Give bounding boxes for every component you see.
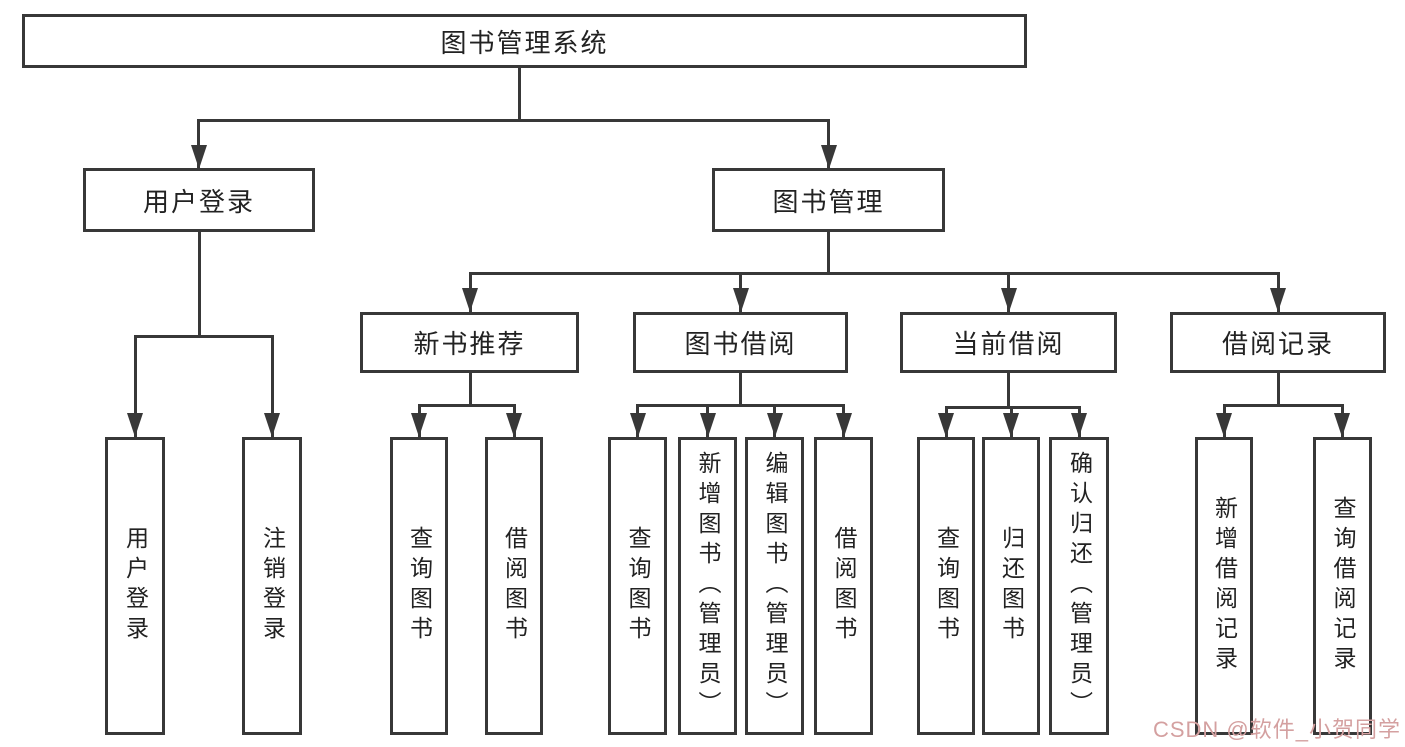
node-label: 编辑图书（管理员）: [762, 451, 788, 721]
connector-line: [827, 232, 830, 275]
node-current-borrow: 当前借阅: [900, 312, 1117, 373]
arrow-down-icon: [1216, 413, 1232, 437]
node-label: 新增借阅记录: [1211, 496, 1238, 676]
leaf-logout: 注销登录: [242, 437, 302, 735]
connector-line: [944, 406, 1081, 409]
node-user-login: 用户登录: [83, 168, 315, 232]
arrow-down-icon: [1071, 413, 1087, 437]
connector-line: [468, 272, 1280, 275]
leaf-borrow-books-2: 借阅图书: [814, 437, 873, 735]
node-label: 图书管理: [772, 186, 885, 217]
leaf-query-books-1: 查询图书: [390, 437, 448, 735]
arrow-down-icon: [766, 413, 783, 437]
connector-line: [739, 373, 742, 407]
leaf-confirm-return-admin: 确认归还（管理员）: [1049, 437, 1109, 735]
arrow-down-icon: [264, 413, 280, 437]
node-label: 借阅图书: [831, 526, 857, 646]
arrow-down-icon: [1334, 413, 1350, 437]
node-label: 查询图书: [625, 526, 651, 646]
connector-line: [1222, 404, 1344, 407]
leaf-add-borrow-record: 新增借阅记录: [1195, 437, 1253, 735]
node-label: 新增图书（管理员）: [695, 451, 721, 721]
connector-line: [417, 404, 516, 407]
node-label: 确认归还（管理员）: [1066, 451, 1093, 721]
node-label: 查询图书: [933, 526, 960, 646]
node-label: 图书管理系统: [440, 27, 609, 58]
arrow-down-icon: [411, 413, 427, 437]
connector-line: [1276, 373, 1280, 407]
node-new-book-recommend: 新书推荐: [360, 312, 579, 373]
arrow-down-icon: [506, 413, 522, 437]
node-label: 新书推荐: [413, 329, 526, 359]
node-label: 用户登录: [142, 186, 255, 217]
connector-line: [133, 335, 274, 338]
connector-line: [468, 373, 472, 407]
node-label: 图书借阅: [684, 329, 797, 359]
node-borrow-records: 借阅记录: [1170, 312, 1386, 373]
arrow-down-icon: [699, 413, 716, 437]
node-label: 用户登录: [122, 526, 149, 646]
node-library-management-system: 图书管理系统: [22, 14, 1027, 68]
watermark: CSDN @软件_小贺同学: [1152, 717, 1401, 742]
leaf-edit-books-admin: 编辑图书（管理员）: [745, 437, 804, 735]
node-label: 当前借阅: [952, 329, 1065, 359]
arrow-down-icon: [938, 413, 954, 437]
arrow-down-icon: [821, 145, 837, 169]
connector-line: [197, 119, 830, 122]
connector-line: [518, 68, 521, 121]
arrow-down-icon: [1003, 413, 1019, 437]
connector-line: [197, 119, 200, 168]
node-label: 查询图书: [406, 526, 433, 646]
leaf-user-login: 用户登录: [105, 437, 165, 735]
connector-line: [270, 335, 274, 437]
connector-line: [133, 335, 137, 437]
connector-line: [827, 119, 830, 168]
connector-line: [636, 404, 845, 407]
arrow-down-icon: [191, 145, 207, 169]
leaf-query-books-2: 查询图书: [608, 437, 667, 735]
node-label: 借阅记录: [1221, 329, 1334, 359]
arrow-down-icon: [732, 288, 749, 312]
leaf-query-borrow-record: 查询借阅记录: [1313, 437, 1372, 735]
node-label: 查询借阅记录: [1330, 496, 1356, 676]
arrow-down-icon: [629, 413, 646, 437]
node-label: 归还图书: [998, 526, 1025, 646]
arrow-down-icon: [462, 288, 478, 312]
arrow-down-icon: [1000, 288, 1017, 312]
arrow-down-icon: [835, 413, 852, 437]
arrow-down-icon: [1270, 288, 1286, 312]
connector-line: [197, 232, 201, 338]
leaf-return-books: 归还图书: [982, 437, 1040, 735]
leaf-query-books-3: 查询图书: [917, 437, 975, 735]
arrow-down-icon: [127, 413, 143, 437]
node-label: 注销登录: [259, 526, 286, 646]
leaf-borrow-books-1: 借阅图书: [485, 437, 543, 735]
connector-line: [1007, 373, 1010, 409]
node-book-management: 图书管理: [712, 168, 945, 232]
leaf-add-books-admin: 新增图书（管理员）: [678, 437, 737, 735]
node-book-borrow: 图书借阅: [633, 312, 848, 373]
node-label: 借阅图书: [501, 526, 528, 646]
